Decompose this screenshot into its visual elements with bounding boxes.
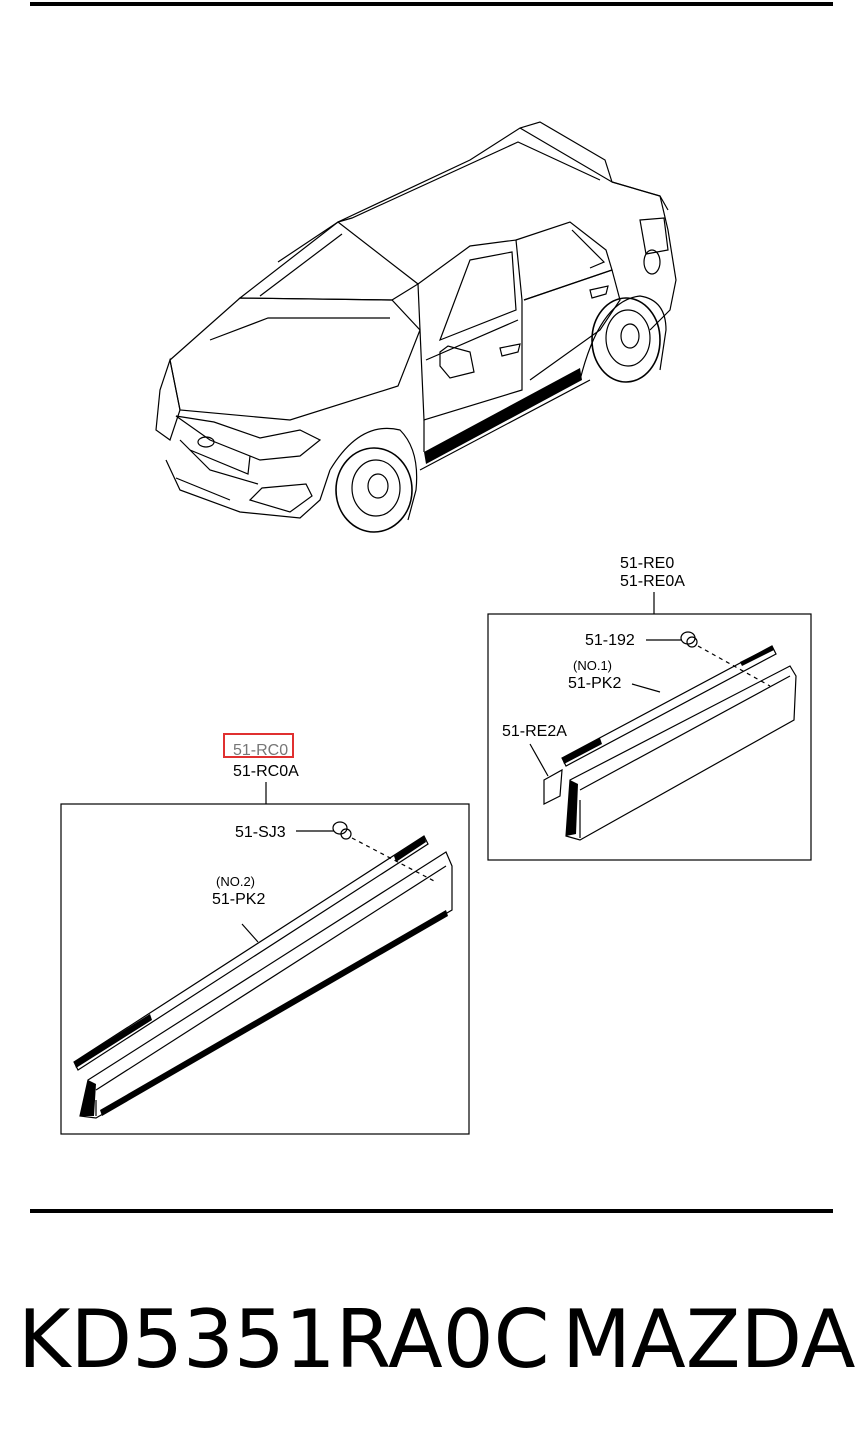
rear-molding-group: 51-RE0 51-RE0A 51-192 (NO.1) 51-PK2 51-R… (487, 555, 812, 861)
top-divider (30, 2, 833, 6)
patch-piece (543, 768, 563, 805)
highlight-box (223, 733, 294, 758)
rear-group-code-alt: 51-RE0A (620, 573, 685, 590)
rear-molding-note: (NO.1) (573, 658, 612, 673)
footer: KD5351RA0C MAZDA (0, 1290, 864, 1400)
front-group-code-alt: 51-RC0A (233, 763, 299, 780)
bottom-divider (30, 1209, 833, 1213)
patch-label: 51-RE2A (502, 723, 567, 740)
front-group-frame (60, 803, 470, 1135)
part-number: KD5351RA0C (18, 1293, 550, 1386)
parts-diagram: 51-RE0 51-RE0A 51-192 (NO.1) 51-PK2 51-R… (60, 121, 812, 1135)
rear-group-code: 51-RE0 (620, 555, 674, 572)
front-side-molding (79, 851, 453, 1119)
clip-192-icon (680, 631, 698, 648)
rear-group-frame (487, 613, 812, 861)
clip-sj3-icon (332, 821, 352, 840)
clip-sj3-label: 51-SJ3 (235, 824, 286, 841)
front-molding-group: 51-RC0 51-RC0A 51-SJ3 (NO.2) 51-PK2 (60, 733, 470, 1135)
front-molding-label: 51-PK2 (212, 891, 265, 908)
brand-name: MAZDA (562, 1293, 856, 1386)
car-illustration (155, 121, 677, 533)
front-molding-note: (NO.2) (216, 874, 255, 889)
front-group-code: 51-RC0 (233, 742, 288, 759)
rear-molding-label: 51-PK2 (568, 675, 621, 692)
clip-192-label: 51-192 (585, 632, 635, 649)
